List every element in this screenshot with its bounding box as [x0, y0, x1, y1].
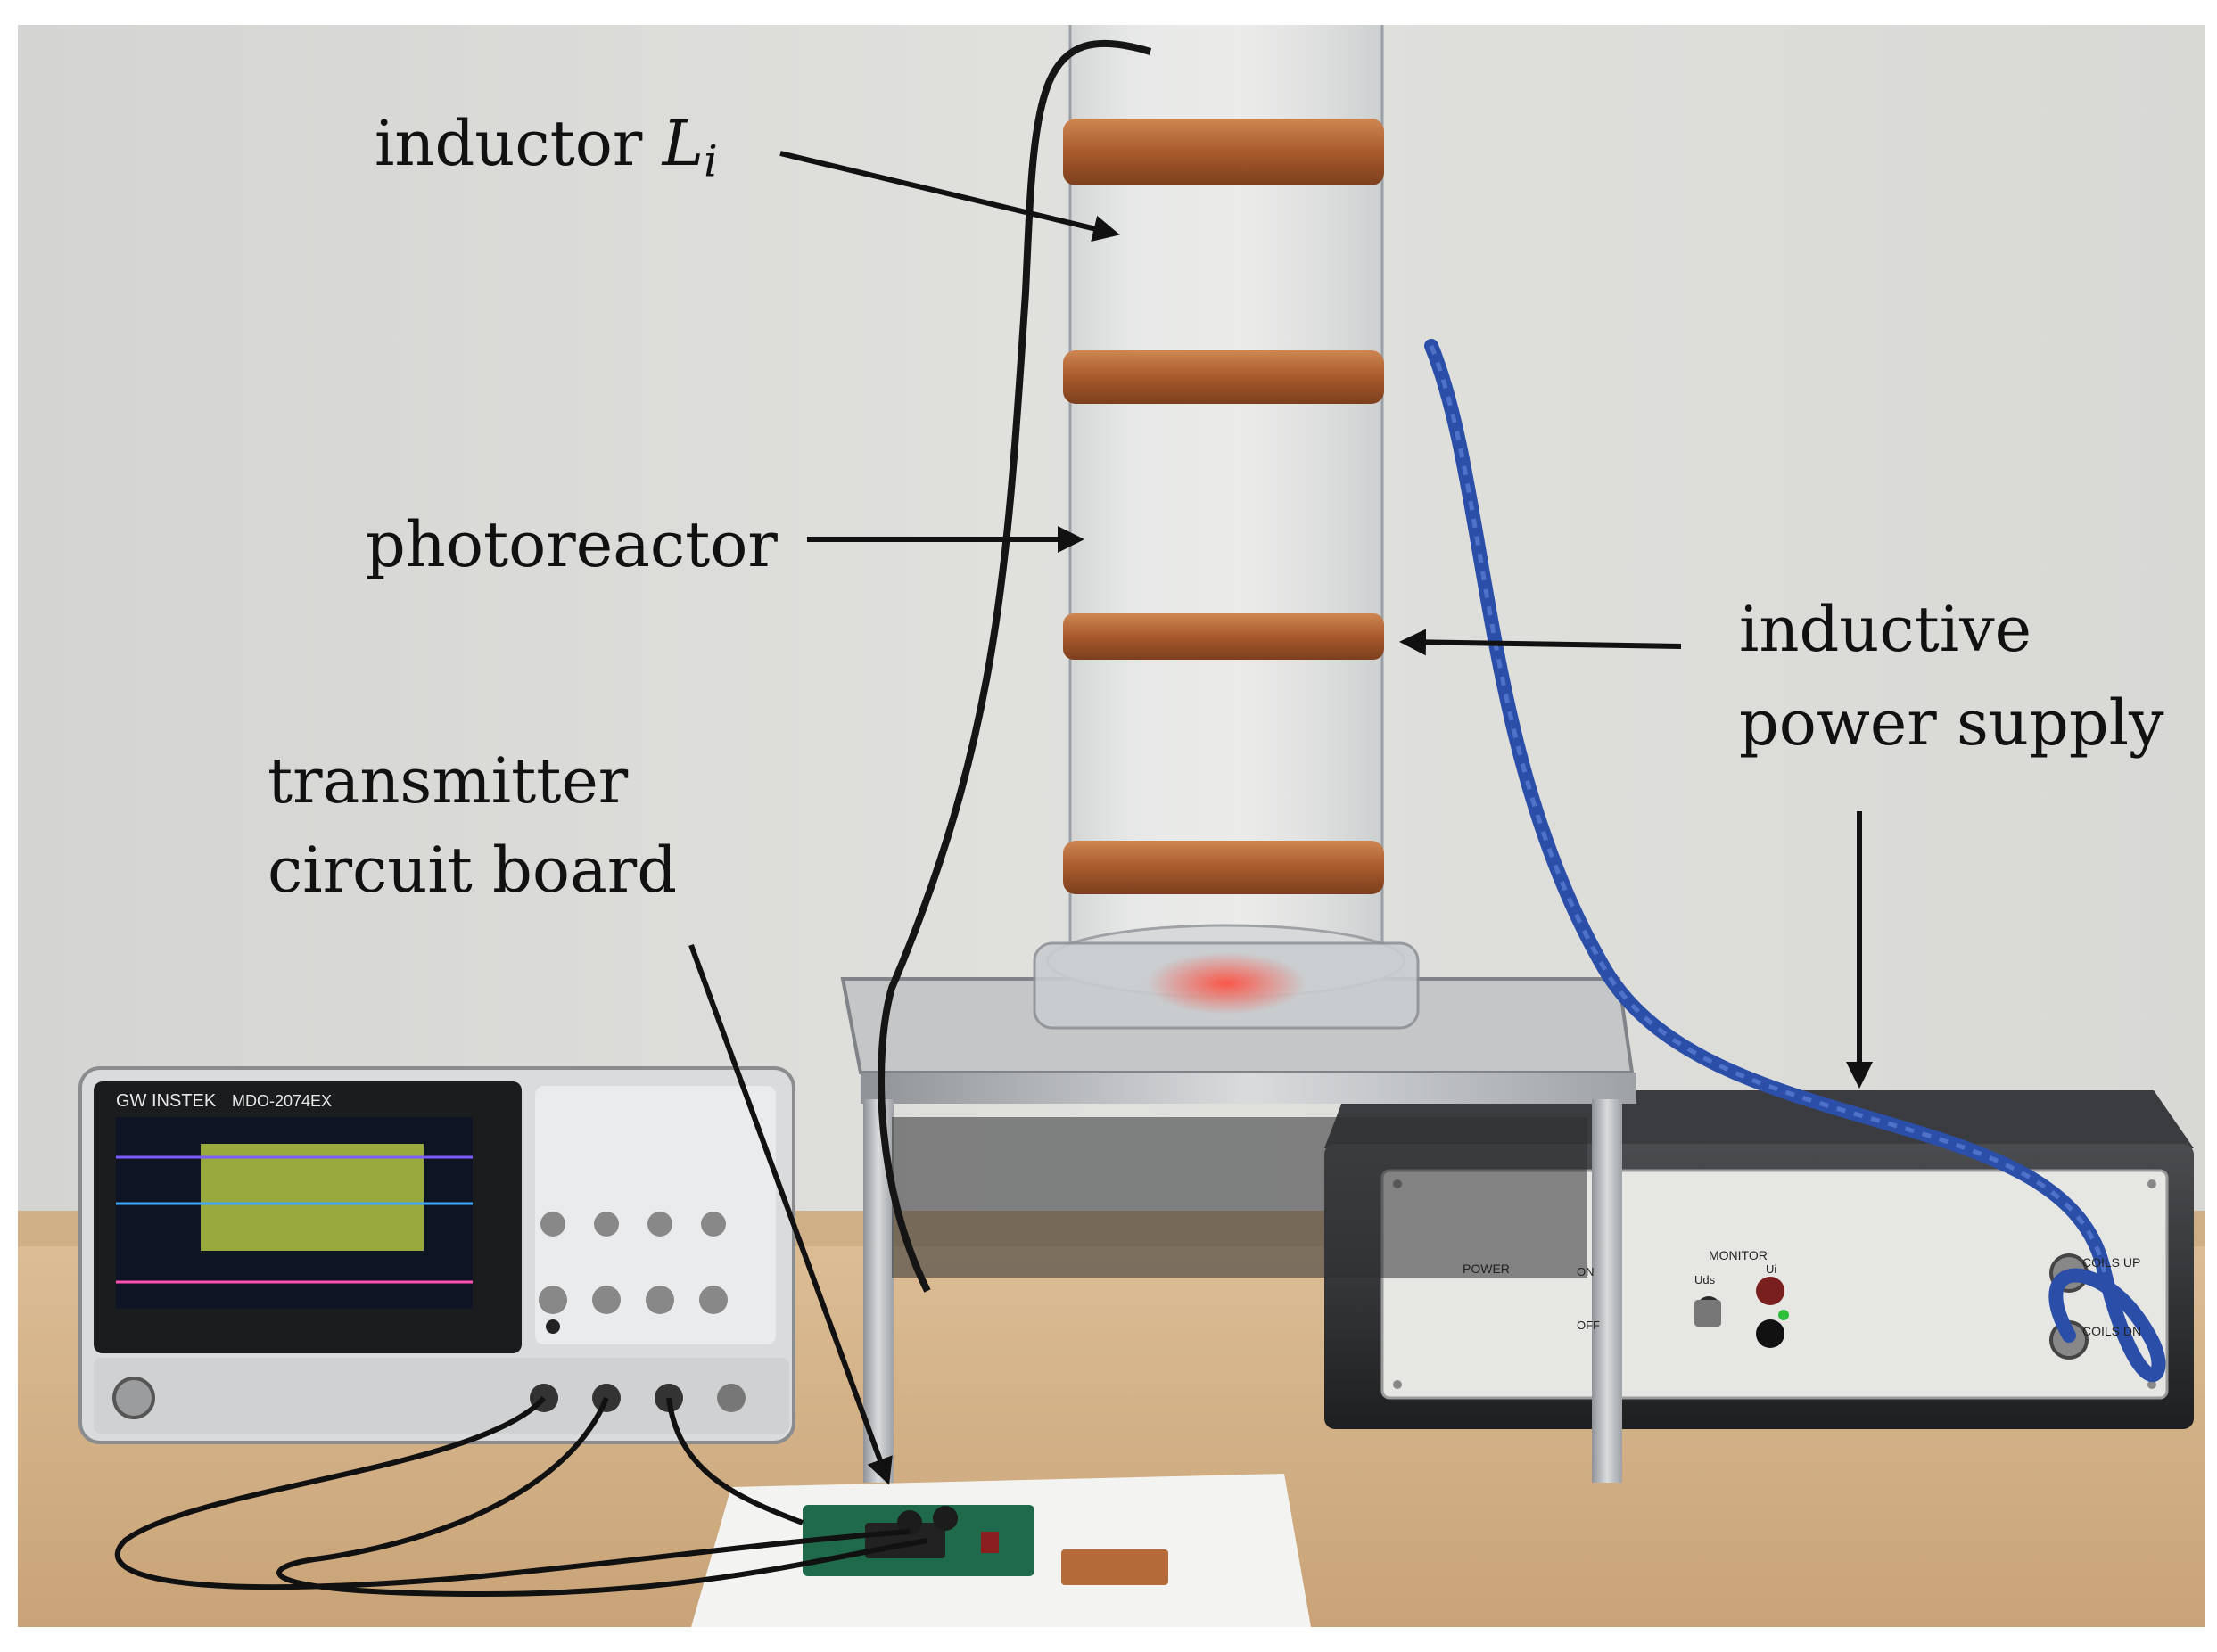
- label-transmitter-line2: circuit board: [268, 834, 678, 907]
- scope-model-text: MDO-2074EX: [232, 1092, 332, 1110]
- ps-on-label: ON: [1577, 1265, 1595, 1278]
- label-inductor-subscript: i: [704, 136, 718, 187]
- label-inductive-line2: power supply: [1739, 686, 2164, 760]
- ps-monitor-label: MONITOR: [1709, 1248, 1768, 1262]
- label-inductor-symbol: L: [662, 107, 705, 180]
- ps-ui-label: Ui: [1766, 1262, 1776, 1276]
- ps-power-label: POWER: [1463, 1262, 1510, 1276]
- label-inductor-word: inductor: [375, 107, 643, 180]
- ps-coils-up-label: COILS UP: [2082, 1255, 2140, 1270]
- oscilloscope: GW INSTEK MDO-2074EX: [78, 1066, 795, 1444]
- lab-photo: GW INSTEK MDO-2074EX POWER ON OFF MONITO…: [18, 25, 2205, 1627]
- label-transmitter-line1: transmitter: [268, 744, 629, 818]
- ps-off-label: OFF: [1577, 1319, 1600, 1332]
- copper-coils: [1063, 119, 1384, 894]
- label-photoreactor: photoreactor: [366, 508, 778, 581]
- scope-brand-text: GW INSTEK: [116, 1091, 217, 1111]
- ps-coils-dn-label: COILS DN: [2082, 1324, 2141, 1338]
- label-inductor: inductor Li: [375, 107, 718, 187]
- label-inductive-line1: inductive: [1739, 593, 2032, 666]
- probe-cables: [114, 1396, 911, 1590]
- ps-uds-label: Uds: [1694, 1273, 1716, 1286]
- transmitter-board: [691, 1474, 1311, 1627]
